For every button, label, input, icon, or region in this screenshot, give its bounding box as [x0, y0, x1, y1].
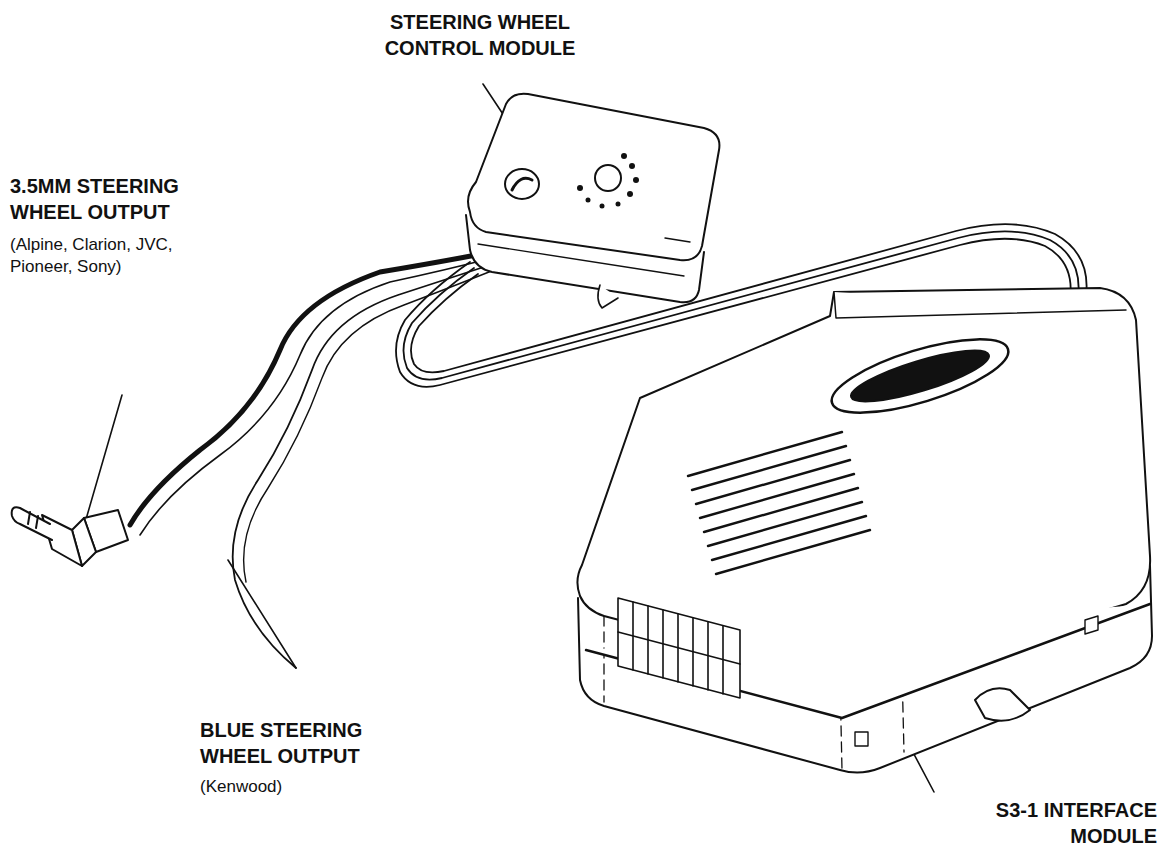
- plug-pin: [12, 507, 52, 540]
- module-edge: [478, 244, 684, 276]
- connector-port: [618, 598, 740, 698]
- module-button: [505, 169, 539, 199]
- module-tab: [598, 285, 618, 308]
- part-name: 3.5MM STEERING WHEEL OUTPUT: [10, 174, 210, 225]
- note: (Alpine, Clarion, JVC, Pioneer, Sony): [10, 234, 185, 278]
- output-wires: [130, 252, 494, 668]
- module-top: [468, 94, 719, 261]
- part-name: STEERING WHEEL CONTROL MODULE: [360, 10, 600, 61]
- blue-wire: [233, 264, 493, 668]
- part-name: BLUE STEERING WHEEL OUTPUT: [200, 718, 410, 769]
- vent-slots: [688, 432, 870, 574]
- note: (Kenwood): [200, 776, 400, 798]
- plug-ring: [36, 516, 38, 528]
- module-step: [834, 292, 1126, 318]
- plug-3-5mm: [12, 507, 128, 566]
- leader-line: [228, 560, 296, 668]
- module-logo: [824, 324, 1015, 428]
- module-logo: [847, 341, 993, 412]
- switch-marks: [577, 153, 639, 209]
- module-clip: [855, 616, 1098, 746]
- rotary-switch: [595, 165, 621, 191]
- wire: [140, 258, 492, 535]
- interface-module: [577, 288, 1152, 773]
- wire: [244, 270, 494, 582]
- module-button-mark: [512, 178, 532, 190]
- part-name: S3-1 INTERFACE MODULE: [947, 798, 1157, 849]
- control-module: [466, 94, 719, 308]
- mounting-tab: [975, 688, 1030, 720]
- module-slot: [665, 238, 690, 242]
- plug-ring: [28, 512, 30, 524]
